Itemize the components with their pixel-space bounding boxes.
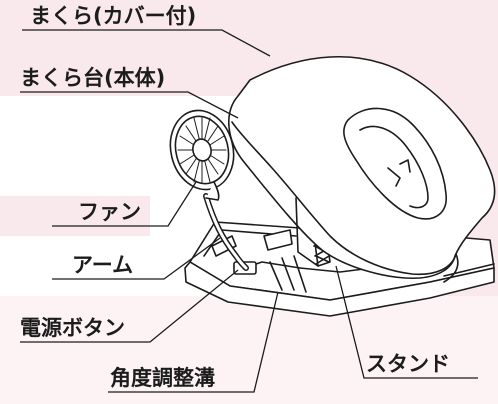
leader-pillow-base [20,91,239,119]
leader-pillow-cover [22,29,271,57]
fan-arm-shape [203,193,249,271]
leader-arm [52,237,221,280]
label-stand: スタンド [366,352,450,376]
leader-lines [20,29,478,393]
leader-power-button [20,269,239,343]
label-angle-groove: 角度調整溝 [110,366,215,390]
label-power-button: 電源ボタン [20,316,125,340]
leader-angle-groove [108,291,279,393]
label-pillow-cover: まくら(カバー付) [30,4,197,28]
label-pillow-base: まくら台(本体) [20,66,166,90]
angle-grooves [269,255,307,293]
leader-fan [52,181,197,227]
background-band-left [0,196,150,236]
label-arm: アーム [72,253,134,277]
pillow-body [228,55,496,283]
label-fan: ファン [78,200,141,224]
fan-head [169,109,235,201]
leader-stand [335,265,478,379]
background-band-bottom [0,296,498,404]
